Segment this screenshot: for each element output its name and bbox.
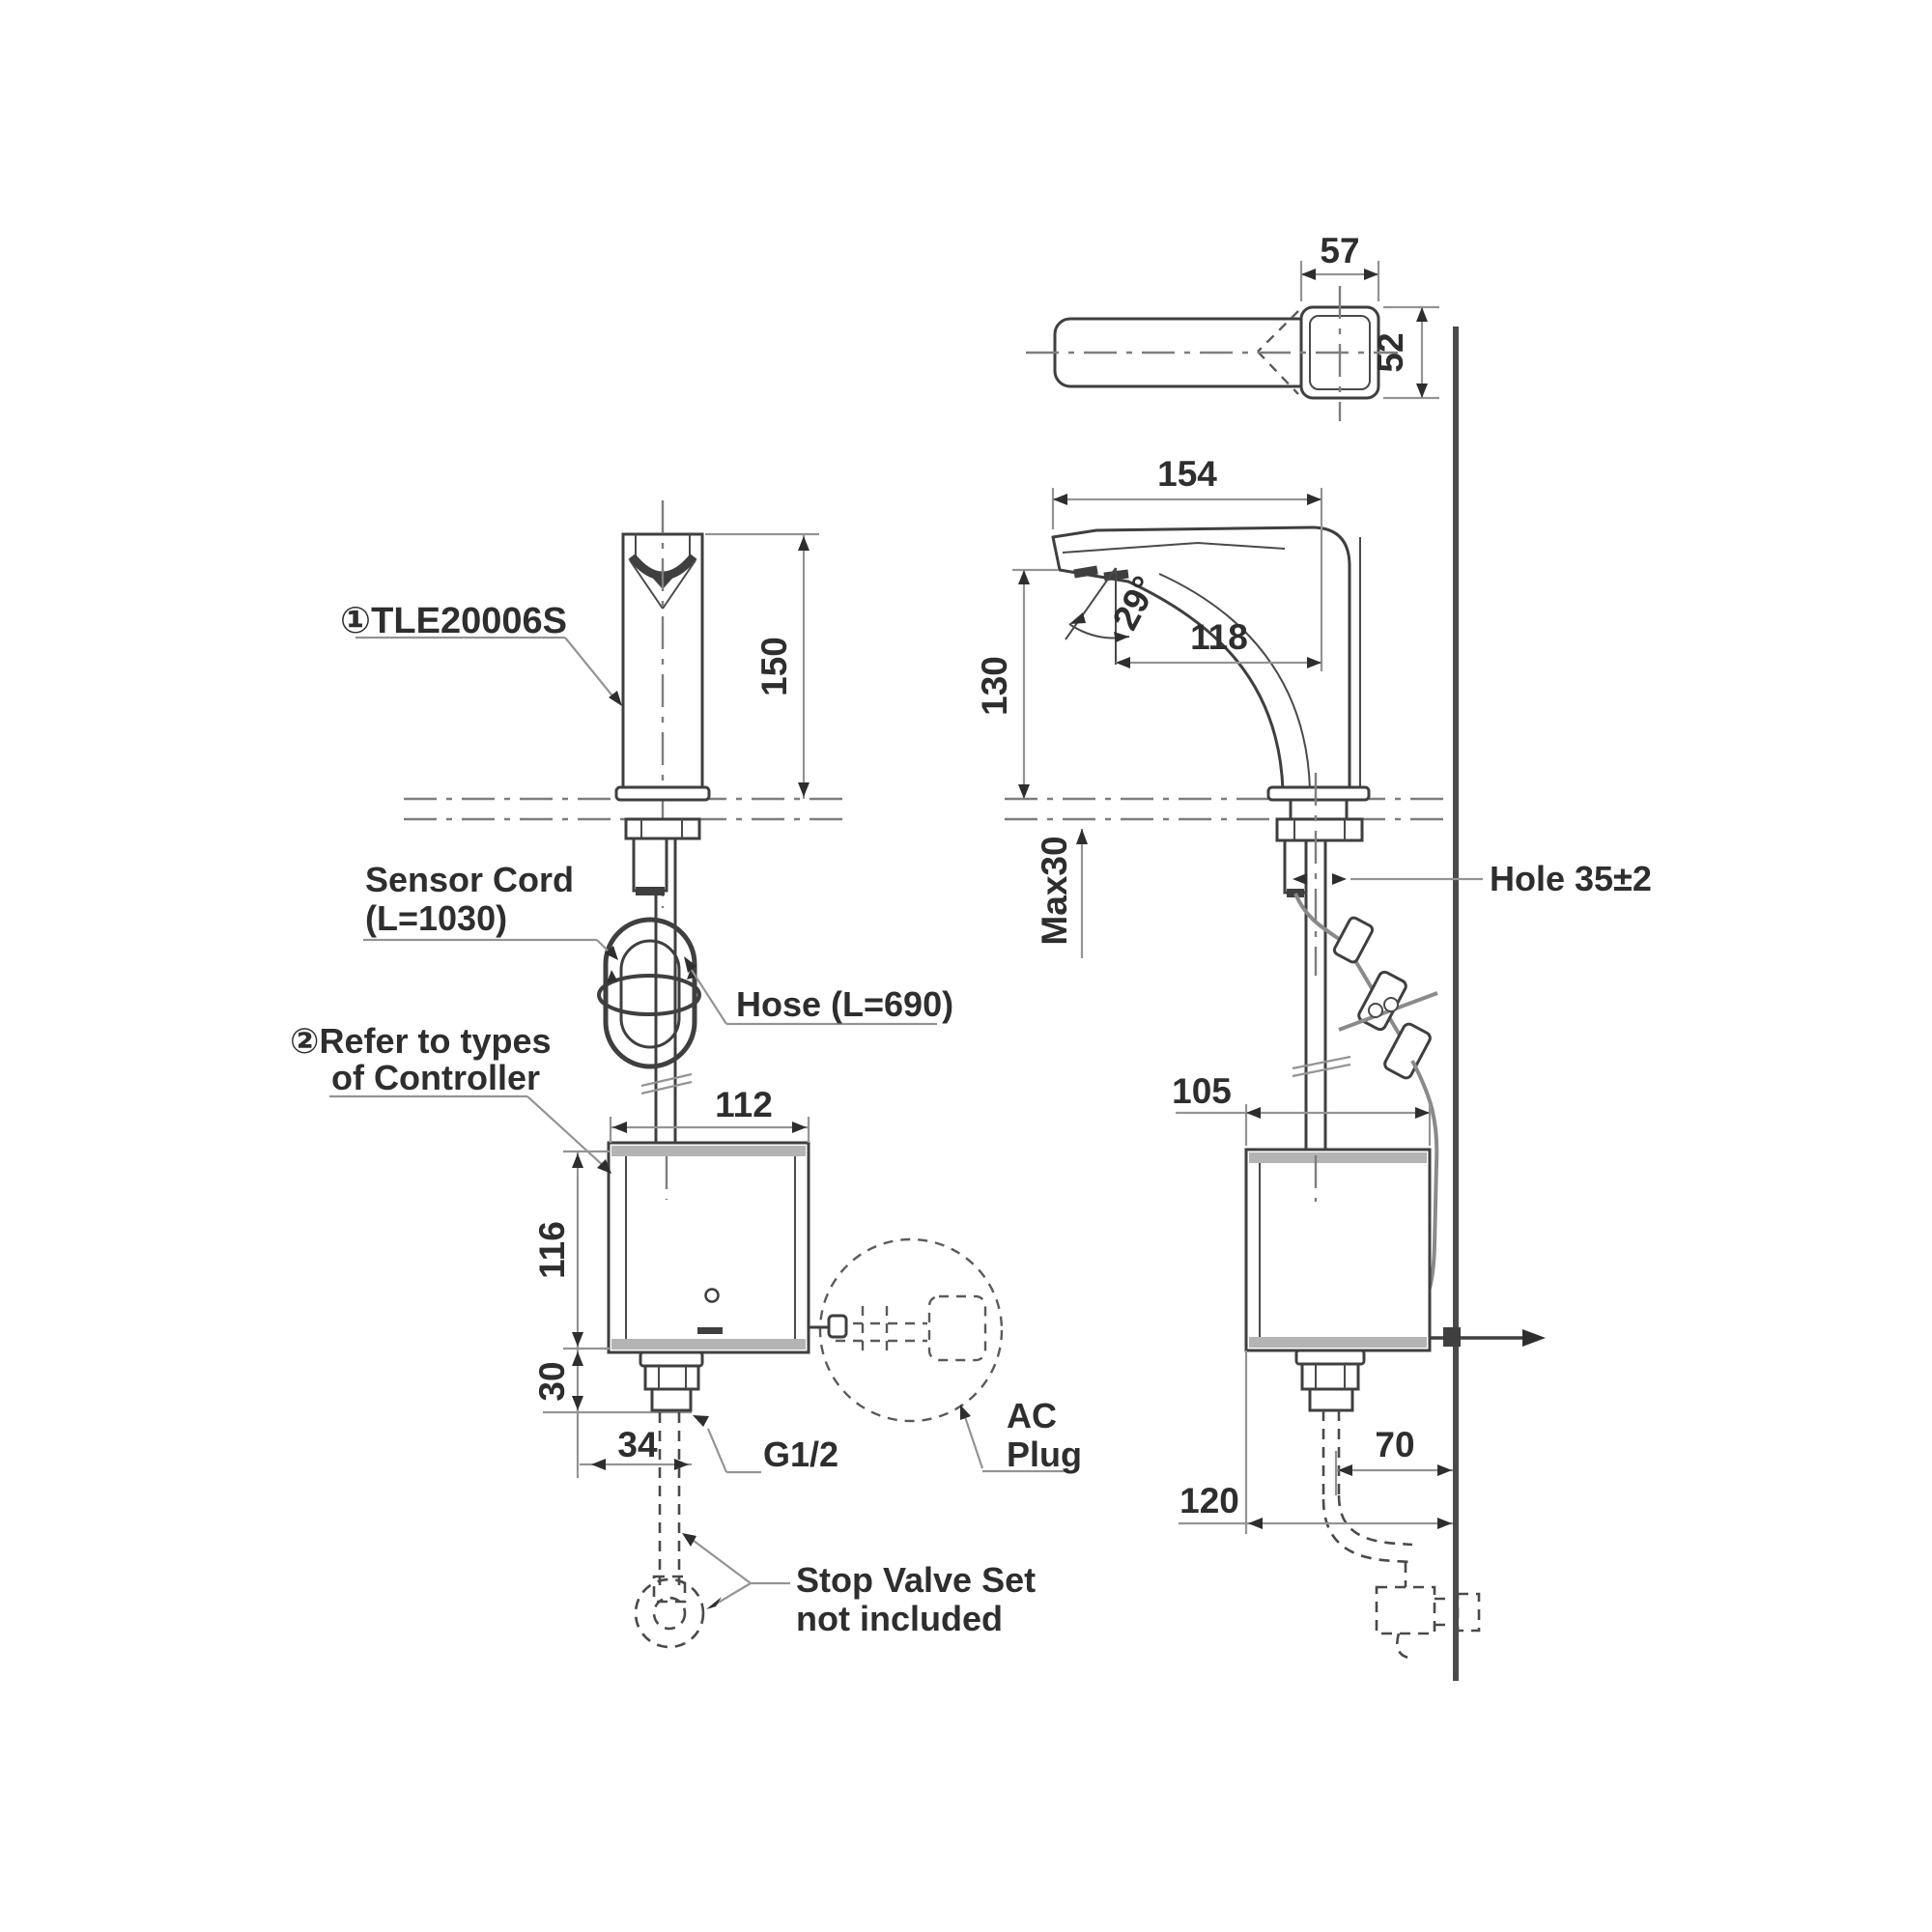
top-view: [1026, 261, 1439, 421]
dim-deck-thickness: Max30: [1035, 836, 1074, 945]
dim-57-lines: [1299, 261, 1380, 301]
product-leader: [355, 636, 622, 706]
thread-callout: G1/2: [763, 1435, 838, 1474]
dim-max30-lines: [1076, 829, 1088, 958]
controller-box-side: [1244, 1148, 1432, 1352]
dim-spout-height: 130: [975, 656, 1014, 716]
dim-controller-width: 112: [715, 1085, 773, 1124]
dim-outlet-offset: 34: [617, 1425, 658, 1464]
sensor-cord-label-1: Sensor Cord: [365, 860, 574, 899]
controller-leader: [329, 1094, 611, 1174]
stop-valve-front: [634, 1412, 705, 1649]
dim-controller-height: 116: [532, 1221, 572, 1279]
controller-label-2: of Controller: [331, 1058, 540, 1097]
dim-118-lines: [1116, 657, 1321, 668]
front-view: [329, 500, 1067, 1649]
angle-annotation: [1065, 567, 1130, 665]
thread-leader: [693, 1415, 761, 1474]
dim-120-lines: [1179, 1350, 1453, 1534]
dim-130-lines: [1012, 568, 1058, 799]
dim-112-lines: [609, 1117, 810, 1143]
dim-70-lines: [1334, 1451, 1453, 1495]
dim-150-lines: [705, 532, 819, 799]
dim-controller-to-wall: 120: [1179, 1481, 1239, 1520]
ac-plug-label-1: AC: [1007, 1396, 1057, 1435]
controller-box-front: [607, 1141, 810, 1354]
stop-valve-side: [1321, 1410, 1481, 1660]
dim-154-lines: [1051, 488, 1323, 671]
sensor-cord-leader: [363, 938, 618, 960]
sensor-cord-label-2: (L=1030): [365, 898, 507, 938]
front-view-faucet: [614, 500, 711, 908]
counter-line: [404, 797, 1453, 821]
side-view-faucet: [1051, 526, 1371, 802]
dim-105-lines: [1176, 1104, 1432, 1146]
dim-52-lines: [1383, 305, 1439, 400]
stop-valve-label-1: Stop Valve Set: [796, 1560, 1036, 1600]
side-view-shank: [1275, 773, 1364, 1151]
ac-plug-leader: [960, 1405, 1067, 1473]
front-view-outlet-fitting: [639, 1350, 704, 1412]
front-view-shank: [624, 817, 701, 1148]
sensor-cord-coil: [597, 917, 701, 1069]
hose-leader: [684, 956, 937, 1026]
dim-spout-reach-aerator: 118: [1190, 617, 1248, 657]
controller-label-1: ②Refer to types: [290, 1021, 552, 1061]
stop-valve-leader: [682, 1533, 790, 1609]
dim-spout-top-width: 57: [1320, 231, 1359, 270]
hole-callout-lines: [1293, 873, 1483, 885]
product-label: ①TLE20006S: [340, 601, 567, 641]
dim-spout-top-depth: 52: [1371, 332, 1410, 372]
dim-outlet-to-wall: 70: [1375, 1425, 1414, 1464]
dim-spout-reach-overall: 154: [1157, 454, 1217, 494]
dim-faucet-height: 150: [754, 637, 794, 696]
ac-plug-circle: [807, 1237, 1004, 1423]
ac-plug-label-2: Plug: [1007, 1435, 1082, 1474]
controller-led: [704, 1288, 720, 1303]
stop-valve-label-2: not included: [796, 1599, 1003, 1638]
dim-controller-depth: 105: [1172, 1071, 1232, 1111]
side-view: [1012, 488, 1546, 1660]
annotations: 57 52 154 29° 118 130 Max30 Hole 35±2 10…: [290, 231, 1652, 1638]
hose-label: Hose (L=690): [736, 984, 953, 1024]
hole-callout: Hole 35±2: [1490, 859, 1652, 898]
dim-outlet-drop: 30: [532, 1361, 572, 1401]
side-view-outlet-fitting: [1294, 1349, 1366, 1412]
